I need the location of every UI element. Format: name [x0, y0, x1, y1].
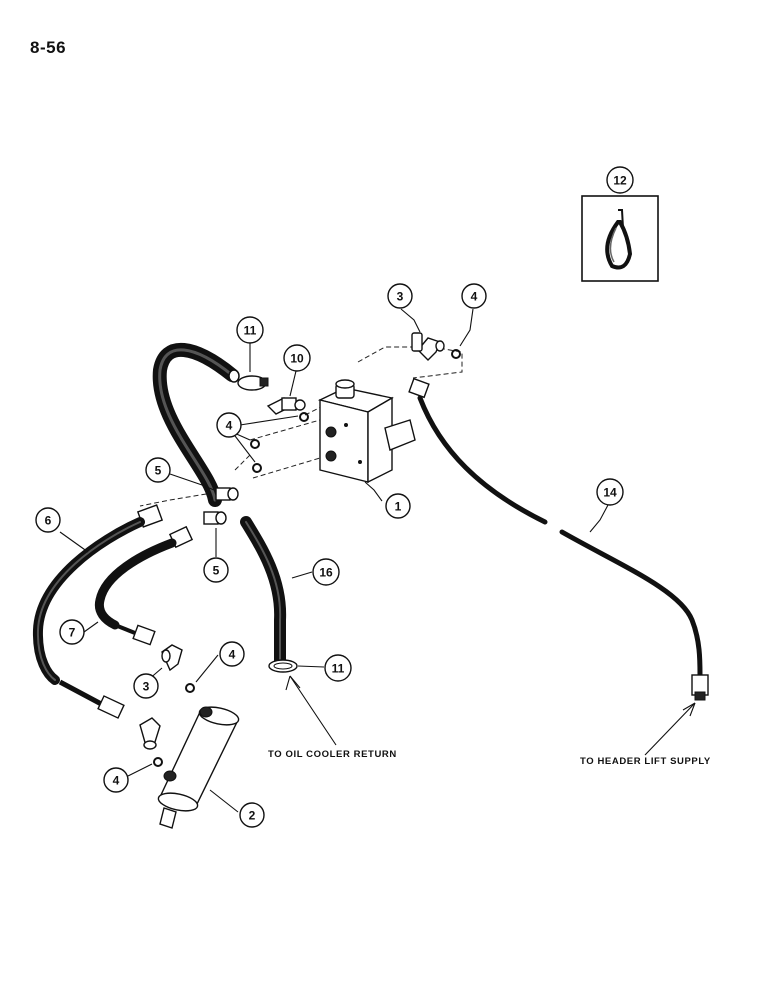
callout-7-label: 7	[69, 626, 76, 640]
callout-3-upper-label: 3	[397, 290, 404, 304]
callout-2: 2	[239, 802, 265, 828]
hose-6	[32, 504, 164, 719]
leader-lines	[59, 308, 696, 813]
callout-4-mid-label: 4	[229, 648, 236, 662]
clamp-11-lower	[268, 659, 298, 673]
callout-4-upper: 4	[461, 283, 487, 309]
clamp-11-upper	[237, 375, 269, 391]
callout-4-mid: 4	[219, 641, 245, 667]
callout-5-lower: 5	[203, 557, 229, 583]
callout-4-lower: 4	[103, 767, 129, 793]
callout-12: 12	[606, 166, 634, 194]
callout-3-lower-label: 3	[143, 680, 150, 694]
elbow-fitting-3-upper	[411, 332, 445, 361]
callout-16: 16	[312, 558, 340, 586]
o-ring-4-lower	[153, 757, 163, 767]
callout-1-label: 1	[395, 500, 402, 514]
callout-10: 10	[283, 344, 311, 372]
callout-11-upper-label: 11	[244, 324, 257, 338]
callout-14: 14	[596, 478, 624, 506]
callout-16-label: 16	[319, 566, 333, 580]
callout-11-upper: 11	[236, 316, 264, 344]
callout-4-upper-label: 4	[471, 290, 478, 304]
callout-2-label: 2	[249, 809, 256, 823]
o-ring-4-mid	[185, 683, 195, 693]
hose-16-loop	[152, 342, 240, 507]
callout-12-label: 12	[613, 174, 627, 188]
callout-3-lower: 3	[133, 673, 159, 699]
fitting-5-lower	[203, 511, 227, 525]
hose-7	[94, 525, 194, 646]
callout-3-upper: 3	[387, 283, 413, 309]
callout-11-lower-label: 11	[332, 662, 345, 676]
valve-block-1	[317, 379, 416, 484]
fitting-5-upper	[215, 487, 239, 501]
callout-5-lower-label: 5	[213, 564, 220, 578]
label-oil-cooler-return: TO OIL COOLER RETURN	[268, 749, 397, 760]
callout-4-valve-label: 4	[226, 419, 233, 433]
o-ring-4-upper	[451, 349, 461, 359]
o-rings-4-valve	[250, 412, 309, 473]
hose-16-lower	[240, 516, 287, 666]
callout-7: 7	[59, 619, 85, 645]
callout-4-lower-label: 4	[113, 774, 120, 788]
callout-5-upper-label: 5	[155, 464, 162, 478]
fitting-10	[266, 397, 306, 415]
cylinder-2	[157, 706, 240, 829]
callout-6: 6	[35, 507, 61, 533]
inset-clamp-box	[581, 195, 659, 282]
callout-5-upper: 5	[145, 457, 171, 483]
callout-11-lower: 11	[324, 654, 352, 682]
elbow-fitting-3-lower	[139, 717, 161, 750]
callout-10-label: 10	[290, 352, 304, 366]
callout-1: 1	[385, 493, 411, 519]
tube-14-upper	[408, 377, 548, 525]
label-header-lift-supply: TO HEADER LIFT SUPPLY	[580, 756, 711, 767]
callout-14-label: 14	[603, 486, 617, 500]
callout-4-valve: 4	[216, 412, 242, 438]
elbow-fitting-3-mid	[161, 644, 183, 672]
tube-14-lower	[559, 529, 709, 701]
page-number: 8-56	[30, 38, 67, 57]
callout-6-label: 6	[45, 514, 52, 528]
